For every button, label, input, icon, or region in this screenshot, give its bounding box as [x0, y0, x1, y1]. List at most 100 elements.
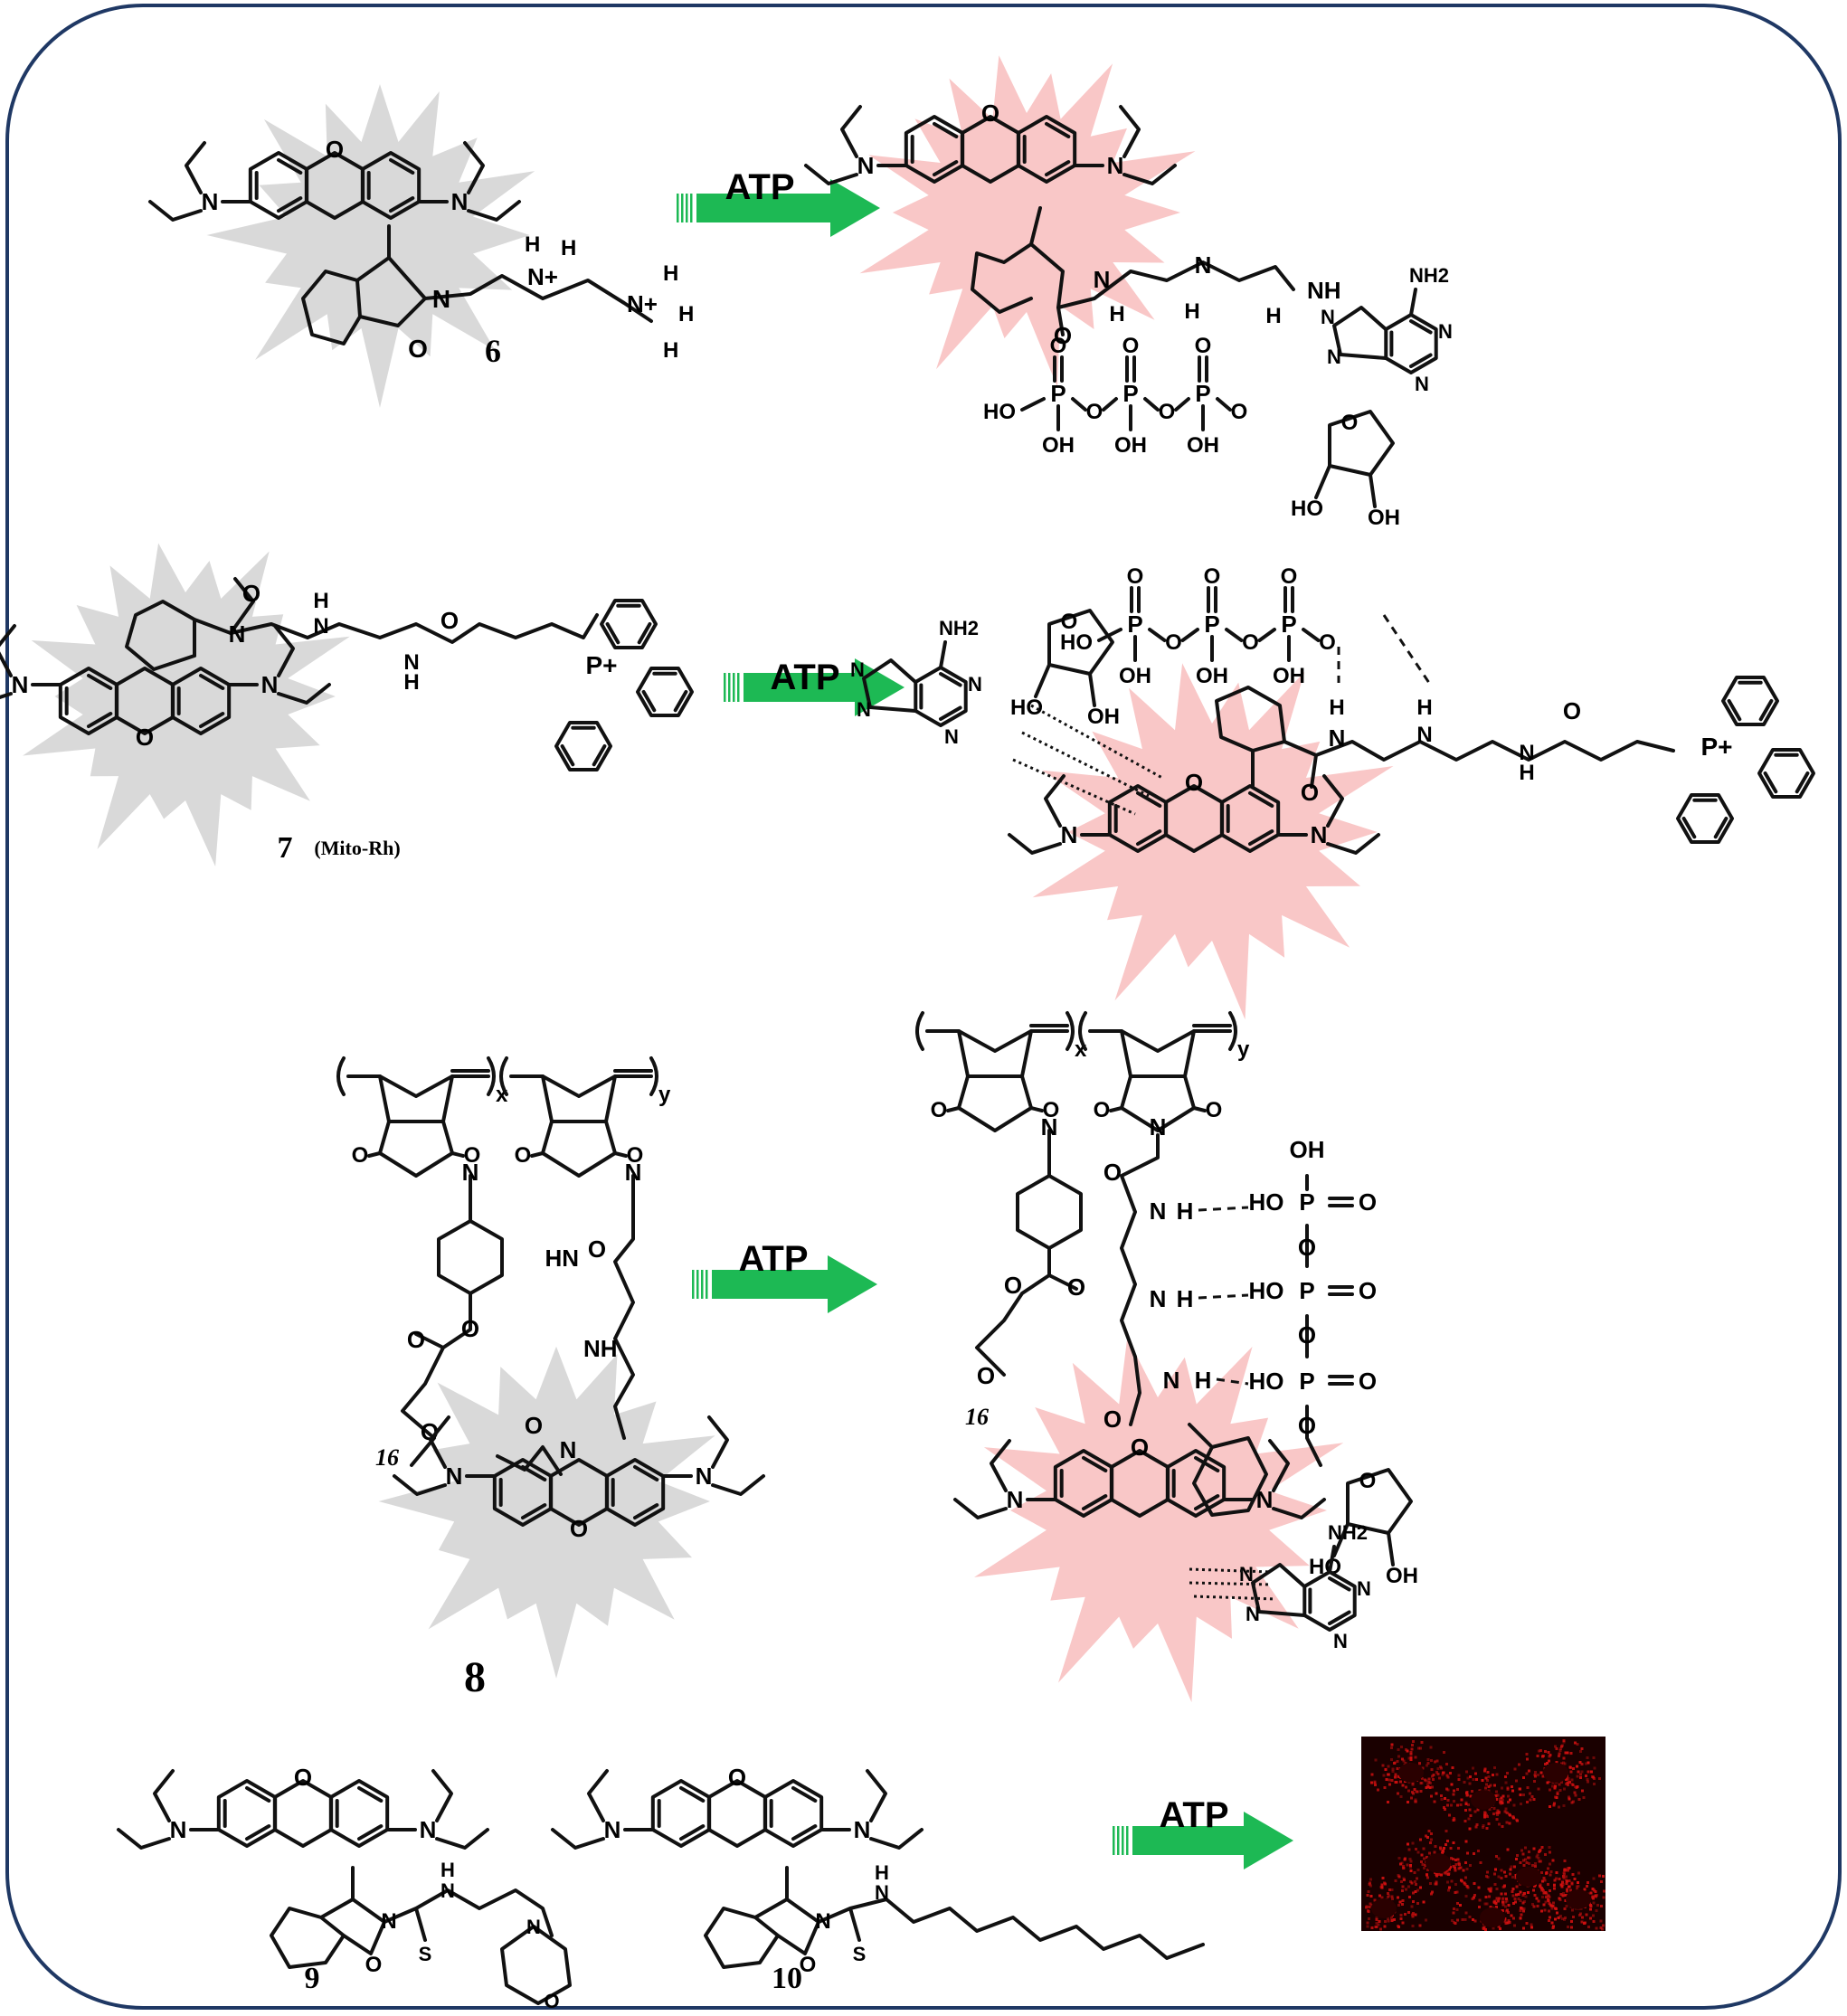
atom-o: O: [1165, 630, 1182, 655]
atom-n: N: [1007, 1486, 1024, 1513]
atom-h: H: [1265, 304, 1281, 328]
green-arrow-icon: [677, 179, 880, 237]
phenyl-ring: [1721, 676, 1779, 726]
atom-o: O: [1131, 1434, 1149, 1461]
atom-nh: NH: [1307, 277, 1341, 304]
atom-o: O: [1103, 1159, 1122, 1186]
atom-ho: HO: [1060, 630, 1093, 655]
atom-n: N: [604, 1816, 621, 1843]
atom-p: P: [1204, 610, 1219, 638]
green-arrow-icon: [692, 1255, 877, 1313]
atom-n: N: [1321, 306, 1335, 328]
reagent-label: ATP: [1159, 1795, 1228, 1835]
starburst-icon: [974, 1337, 1344, 1703]
atom-n: N: [1163, 1367, 1180, 1394]
atom-n: N: [1150, 1197, 1167, 1225]
atom-oh: OH: [1042, 433, 1075, 458]
atom-h: H: [663, 338, 678, 363]
atom-n: N: [202, 188, 219, 215]
atom-n: N: [1519, 741, 1534, 765]
phosphate-labels: OH HO P O O HO P O O HO P O O: [1249, 1136, 1378, 1439]
atom-o: O: [1231, 400, 1248, 424]
atom-h: H: [525, 232, 540, 257]
atom-n: N: [1357, 1577, 1371, 1600]
compound-sublabel-7: (Mito-Rh): [314, 837, 400, 859]
atom-o: O: [525, 1412, 543, 1439]
atom-o: O: [1204, 564, 1221, 589]
atom-n-plus: N+: [527, 263, 558, 290]
atom-n: N: [1061, 821, 1078, 848]
atom-n: N: [850, 658, 865, 681]
atom-o: O: [1061, 610, 1078, 634]
compound-label-8: 8: [464, 1653, 486, 1701]
atom-o: O: [728, 1764, 746, 1791]
atom-oh: OH: [1196, 664, 1228, 688]
compound-label-10: 10: [772, 1962, 802, 1995]
atom-p: P: [1299, 1368, 1314, 1395]
atom-o: O: [977, 1362, 995, 1389]
atom-oh: OH: [1290, 1136, 1325, 1163]
compound-label-6: 6: [485, 333, 501, 369]
arrow-1: ATP: [677, 167, 880, 237]
atom-ho: HO: [1249, 1188, 1284, 1216]
atom-n: N: [1415, 373, 1429, 395]
atom-oh: OH: [1187, 433, 1219, 458]
atom-o: O: [1206, 1098, 1223, 1122]
atom-nh2: NH2: [1409, 264, 1449, 287]
starburst-icon: [859, 55, 1196, 387]
atom-o: O: [1195, 334, 1212, 358]
atom-p: P: [1127, 610, 1142, 638]
atom-n: N: [313, 614, 328, 639]
atom-n-plus: N+: [627, 290, 658, 317]
atom-n: N: [170, 1816, 187, 1843]
atom-n: N: [1438, 320, 1453, 343]
atom-p-plus: P+: [585, 651, 617, 679]
peg-repeat-label: 16: [375, 1444, 399, 1471]
atom-o: O: [570, 1515, 588, 1542]
atom-o: O: [931, 1098, 948, 1122]
atom-oh: OH: [1273, 664, 1305, 688]
phenyl-ring: [1757, 748, 1815, 799]
atom-o: O: [1563, 697, 1581, 724]
atom-o: O: [588, 1235, 606, 1263]
reagent-label: ATP: [725, 167, 794, 207]
atom-h: H: [1184, 299, 1199, 324]
atom-o: O: [1103, 1406, 1122, 1433]
polymer-y-label: y: [658, 1083, 671, 1107]
green-arrow-icon: [724, 658, 905, 716]
atom-n: N: [1416, 723, 1432, 747]
atom-o: O: [365, 1953, 383, 1977]
atom-n: N: [1041, 1113, 1058, 1141]
atom-h: H: [1177, 1197, 1194, 1225]
atom-hn: HN: [545, 1245, 579, 1272]
atom-s: S: [419, 1943, 432, 1965]
phenyl-ring: [600, 599, 658, 649]
atom-n: N: [857, 698, 871, 721]
atom-h: H: [403, 670, 419, 695]
atom-nh2: NH2: [939, 617, 979, 639]
arrow-4: ATP: [1113, 1795, 1293, 1869]
atom-n: N: [446, 1462, 463, 1490]
atom-o: O: [1004, 1272, 1022, 1299]
atom-h: H: [1416, 696, 1432, 720]
atom-n: N: [560, 1436, 577, 1463]
atom-o: O: [440, 607, 459, 634]
atom-o: O: [1298, 1234, 1316, 1261]
atom-o: O: [1341, 411, 1359, 435]
atom-o: O: [1359, 1277, 1377, 1304]
atom-h: H: [561, 236, 576, 260]
atom-o: O: [421, 1418, 439, 1445]
compound-label-9: 9: [305, 1962, 320, 1995]
atom-o: O: [1127, 564, 1144, 589]
